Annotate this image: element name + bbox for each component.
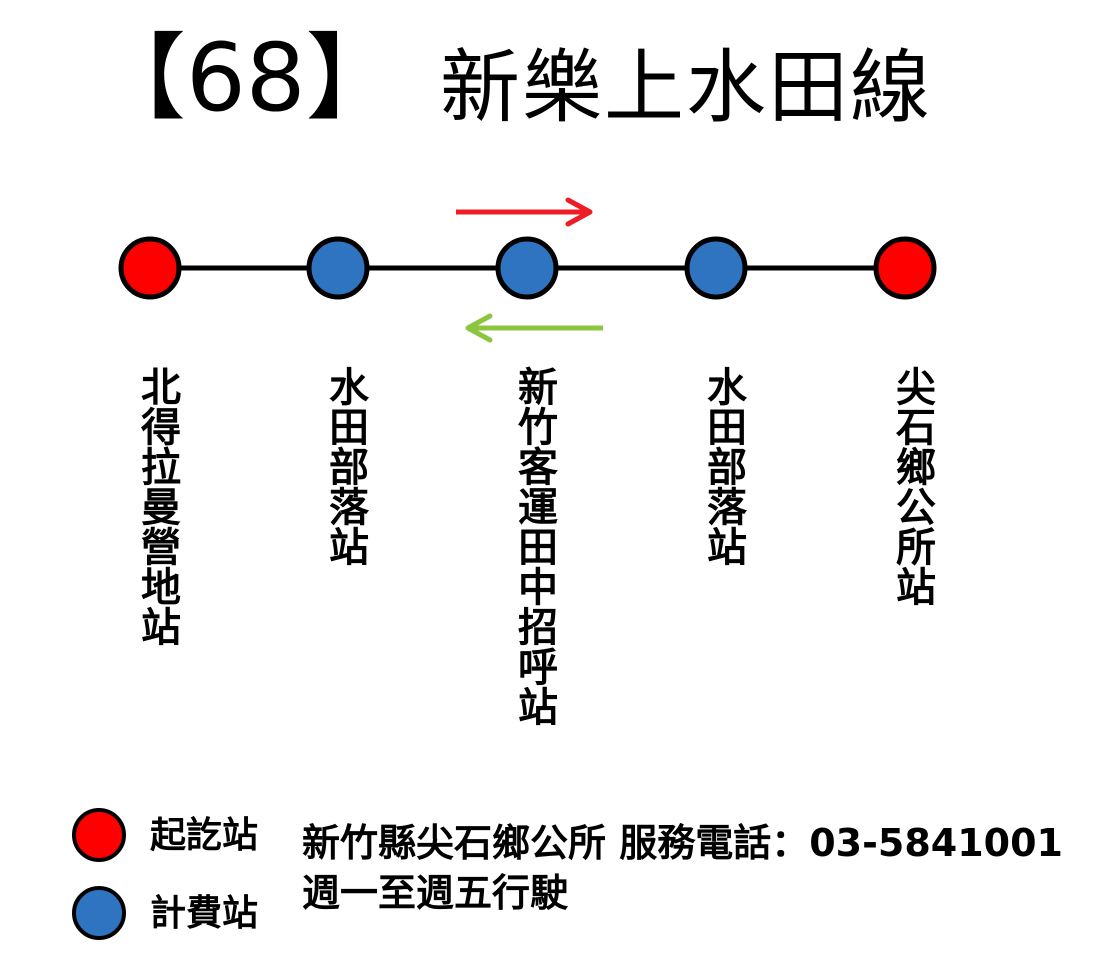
contact-info: 新竹縣尖石鄉公所 服務電話：03-5841001 xyxy=(302,821,1063,865)
outbound-direction-arrow xyxy=(456,197,593,227)
route-number: 【68】 xyxy=(92,24,400,133)
legend-fare-stop-dot xyxy=(72,886,126,940)
legend-terminal-dot xyxy=(72,808,126,862)
inbound-direction-arrow xyxy=(465,313,603,343)
station-dot-3 xyxy=(495,236,559,300)
legend-fare-stop-label: 計費站 xyxy=(150,893,259,934)
station-dot-4 xyxy=(684,236,748,300)
station-dot-1 xyxy=(118,236,182,300)
station-label-5: 尖石鄉公所站 xyxy=(889,366,935,606)
station-label-1: 北得拉曼營地站 xyxy=(134,366,180,646)
legend-terminal-label: 起訖站 xyxy=(150,815,259,856)
station-label-3: 新竹客運田中招呼站 xyxy=(511,366,557,726)
station-label-4: 水田部落站 xyxy=(700,366,746,566)
station-dot-2 xyxy=(306,236,370,300)
station-label-2: 水田部落站 xyxy=(322,366,368,566)
route-name: 新樂上水田線 xyxy=(440,41,932,134)
station-dot-5 xyxy=(873,236,937,300)
schedule-info: 週一至週五行駛 xyxy=(302,871,569,915)
